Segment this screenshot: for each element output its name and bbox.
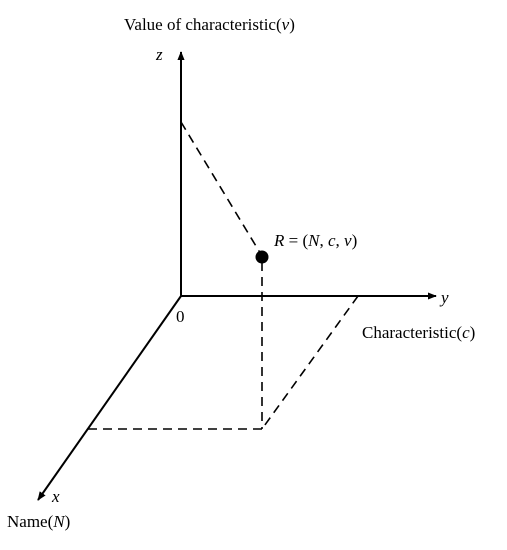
point-r <box>255 250 269 264</box>
projection-z-to-point <box>180 121 263 257</box>
x-axis-letter: x <box>51 487 60 506</box>
y-axis-title: Characteristic(c) <box>362 323 475 342</box>
x-axis <box>37 295 182 501</box>
projection-y-to-base <box>261 295 359 430</box>
z-axis-title: Value of characteristic(v) <box>124 15 295 34</box>
origin-label: 0 <box>176 307 185 326</box>
y-axis-letter: y <box>439 288 449 307</box>
z-axis-letter: z <box>155 45 163 64</box>
point-r-label: R = (N, c, v) <box>273 231 357 250</box>
x-axis-title: Name(N) <box>7 512 70 531</box>
